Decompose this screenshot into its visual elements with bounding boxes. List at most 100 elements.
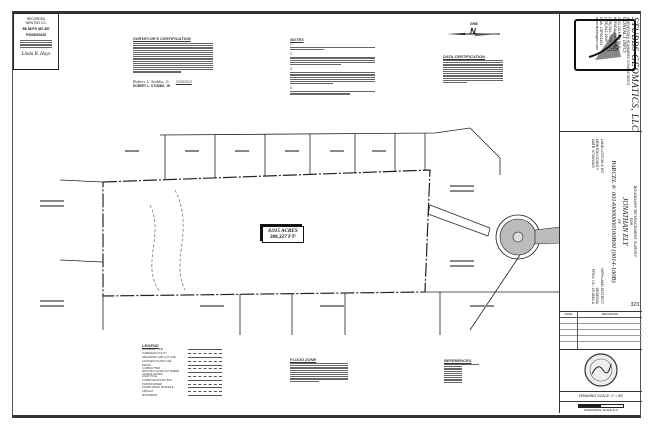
contact-line: www.stubbsgeo.com <box>594 17 599 50</box>
north-letter: N <box>470 27 476 36</box>
for-label: FOR <box>629 217 633 226</box>
project-id: PROJ. I.D.: 23-0816-A <box>591 268 595 304</box>
adjacent-lot-line <box>159 127 501 175</box>
surveyor-certification-heading: SURVEYOR'S CERTIFICATION <box>133 36 191 41</box>
legend-symbol <box>188 391 222 393</box>
references-heading: REFERENCES <box>444 358 472 363</box>
legend-item-label: OVERHEAD UTILITY <box>142 352 167 356</box>
stamp-book-page: BK 88 PG 387-387 <box>22 27 50 31</box>
legend-item: ASPHALT <box>142 390 222 394</box>
legend-symbol <box>188 372 222 374</box>
company-section: SG STUBBS GEOMATICS, LLC SURVEYORS PLANN… <box>560 13 642 132</box>
legend-item: IRON PIN FOUND (1/2" REBAR UNLESS NOTED) <box>142 369 222 376</box>
north-arrow-label: GRID <box>470 22 478 26</box>
legend-heading: LEGEND <box>142 343 159 348</box>
signature-date: 07/05/2023 <box>175 79 192 84</box>
client-name: JONATHAN ELY <box>621 197 629 246</box>
contact-line: 2441 US HWY 80 E <box>617 17 621 49</box>
svg-text:SG: SG <box>607 44 619 53</box>
legend-item: NEIGHBOR LAND LOT LINE <box>142 356 222 360</box>
adjacent-lot-lines <box>59 133 560 335</box>
surveyor-seal <box>560 349 642 392</box>
creek <box>174 189 186 291</box>
stamp-doc-number: P2023000126 <box>26 33 46 37</box>
north-arrow: GRID N <box>445 22 505 42</box>
legend-symbol <box>188 387 222 389</box>
contact-line: (478) 314-7979 <box>608 17 613 42</box>
legend-symbol <box>188 349 222 351</box>
legend-item: ADJACENT PLANS LINE <box>142 359 222 363</box>
note-number: 3. <box>290 67 293 72</box>
land-district: 10TH LAND DISTRICT <box>600 268 604 304</box>
legend-item: COMMUNICATIONS BOX <box>142 378 222 382</box>
legend-symbol <box>188 356 222 358</box>
area-label: 8.915 ACRES 388,327 FT² <box>262 226 304 243</box>
sheet-border <box>12 11 641 418</box>
data-certification: DATA CERTIFICATION <box>443 54 503 84</box>
contact-line: COA: LSF001191 <box>599 17 604 46</box>
notes-block: NOTES 1. 2. 3. 4. <box>290 37 375 96</box>
rev-description-header: REVISIONS <box>601 312 619 316</box>
signer-name: ROBERT L. STUBBS, JR. <box>133 83 171 88</box>
company-name: STUBBS GEOMATICS, LLC <box>630 17 640 132</box>
contact-line: (478) 842-2840 <box>603 17 608 42</box>
sheet-number: 323 <box>630 302 639 308</box>
references: REFERENCES <box>444 358 479 384</box>
revisions-table: 323 DATE REVISIONS <box>560 302 642 350</box>
legend-symbol <box>188 368 222 370</box>
county: NEWTON COUNTY <box>595 139 600 171</box>
flood-zone-heading: FLOOD ZONE <box>290 357 317 362</box>
legend-item-label: TRANSFORMER <box>142 382 163 386</box>
survey-type: BOUNDARY RETRACEMENT SURVEY <box>633 185 638 258</box>
legend-symbol <box>188 364 222 366</box>
legend-symbol <box>188 394 222 396</box>
notes-heading: NOTES <box>290 37 304 42</box>
parcel-number: PARCEL #: 00140000000100B00 (0014-100B) <box>610 160 617 283</box>
legend-item-label: LIGHT POLE <box>142 374 158 378</box>
legend-item-label: NEIGHBOR LAND LOT LINE <box>142 355 176 359</box>
legend-symbol <box>188 379 222 381</box>
scale-bar: HORIZONTAL SCALE (FT) <box>560 402 642 413</box>
project-section: BOUNDARY RETRACEMENT SURVEY FOR JONATHAN… <box>560 131 642 312</box>
of-label: OF <box>617 219 621 224</box>
contact-line: MERIDA, GA 30056 <box>612 17 617 49</box>
legend-item: MONUMENT <box>142 394 222 398</box>
surveyor-certification: SURVEYOR'S CERTIFICATION Robert L. Stubb… <box>133 36 213 88</box>
legend-item: BOUNDARY LINE <box>142 348 222 352</box>
flood-zone: FLOOD ZONE <box>290 357 348 383</box>
note-number: 1. <box>290 42 293 46</box>
cul-de-sac <box>495 214 560 260</box>
legend-item: CURBGUTTER <box>142 367 222 371</box>
legend-item-label: MONUMENT <box>142 393 158 397</box>
legend-item-label: ASPHALT <box>142 390 154 394</box>
lot-labels <box>40 150 494 307</box>
legend-item: TRANSFORMER <box>142 382 222 386</box>
company-info: STUBBS GEOMATICS, LLC SURVEYORS PLANNERS… <box>594 17 640 132</box>
north-arrow-icon <box>447 33 500 36</box>
legend-symbol <box>188 383 222 385</box>
drawing-scale: DRAWING SCALE: 1" = 60' <box>560 391 642 402</box>
title-block: SG STUBBS GEOMATICS, LLC SURVEYORS PLANN… <box>559 13 642 413</box>
area-square-feet: 388,327 FT² <box>269 234 297 240</box>
legend-item: OVERHEAD UTILITY <box>142 352 222 356</box>
area-acres: 8.915 ACRES <box>268 228 298 234</box>
surveyor-signature: Robert L. Stubbs, Jr. <box>133 78 170 84</box>
project-info: BOUNDARY RETRACEMENT SURVEY FOR JONATHAN… <box>591 139 638 304</box>
legend-item-label: STORM DRAIN MANHOLE <box>142 386 174 390</box>
stamp-line: NEWTON CO. <box>25 21 47 25</box>
legend-item-label: IRON PIN FOUND (1/2" REBAR UNLESS NOTED) <box>142 369 180 376</box>
legend-item-label: BOUNDARY LINE <box>142 348 164 352</box>
note-number: 4. <box>290 86 293 91</box>
recording-stamp: RECORDED NEWTON CO. BK 88 PG 387-387 P20… <box>13 13 59 70</box>
legend-symbol <box>188 353 222 355</box>
scale-bar-label: HORIZONTAL SCALE (FT) <box>584 408 618 412</box>
rev-date-header: DATE <box>560 311 578 317</box>
plat-drawing <box>40 127 560 335</box>
legend-item-label: ADJACENT PLANS LINE <box>142 359 172 363</box>
land-lots: LAND LOTS 88 & 107 <box>600 139 604 174</box>
legend-item-label: CURBGUTTER <box>142 367 161 371</box>
easement-strip <box>427 204 491 237</box>
legend-item: STORM DRAIN MANHOLE <box>142 386 222 390</box>
legend-item-label: COMMUNICATIONS BOX <box>142 378 173 382</box>
